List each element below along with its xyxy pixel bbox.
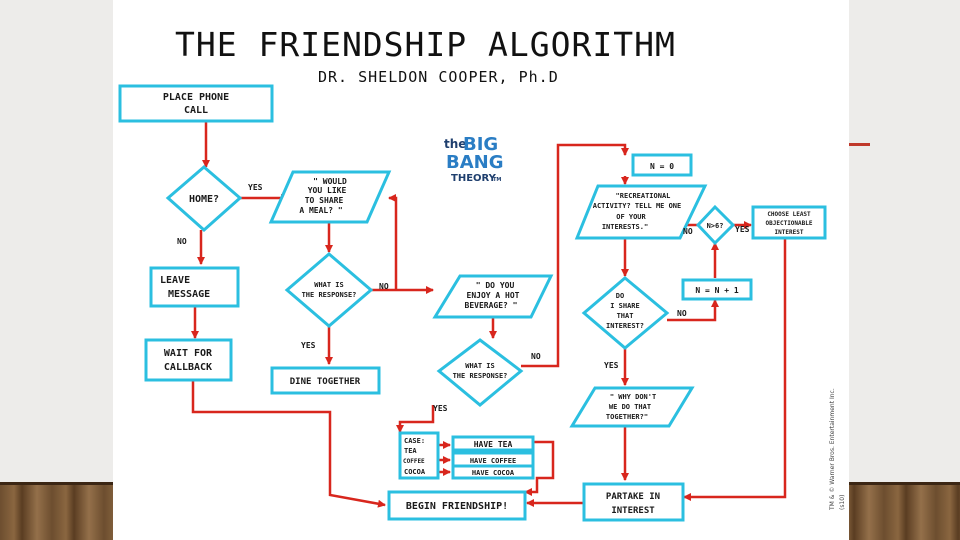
svg-text:N = 0: N = 0: [650, 162, 674, 171]
node-share-meal: " WOULD YOU LIKE TO SHARE A MEAL? ": [268, 170, 392, 224]
node-partake-in-interest: PARTAKE IN INTEREST: [582, 482, 685, 522]
svg-text:" DO YOU: " DO YOU: [476, 281, 515, 290]
svg-text:PARTAKE IN: PARTAKE IN: [606, 492, 660, 502]
svg-text:NO: NO: [677, 309, 687, 318]
svg-text:YES: YES: [433, 404, 448, 413]
svg-text:HOME?: HOME?: [189, 194, 219, 205]
svg-text:YES: YES: [604, 361, 619, 370]
chart-subtitle: DR. SHELDON COOPER, Ph.D: [318, 68, 559, 86]
svg-text:THE RESPONSE?: THE RESPONSE?: [453, 372, 508, 380]
svg-text:TEA: TEA: [404, 447, 417, 455]
svg-text:CHOOSE LEAST: CHOOSE LEAST: [767, 211, 811, 218]
node-hot-beverage: " DO YOU ENJOY A HOT BEVERAGE? ": [432, 274, 554, 319]
svg-text:BANG: BANG: [446, 152, 504, 173]
node-have-coffee: HAVE COFFEE: [451, 451, 535, 468]
edge-labels: YES NO NO YES NO YES NO YES NO YES: [177, 183, 750, 413]
accent-dash: [848, 143, 870, 146]
svg-text:INTEREST?: INTEREST?: [606, 322, 644, 330]
node-do-i-share-interest: DO I SHARE THAT INTEREST?: [581, 276, 670, 350]
node-n-equals-0: N = 0: [631, 153, 693, 177]
node-place-phone-call: PLACE PHONE CALL: [118, 84, 274, 123]
svg-text:YES: YES: [248, 183, 263, 192]
flowchart-sheet: THE FRIENDSHIP ALGORITHM DR. SHELDON COO…: [113, 0, 849, 540]
svg-text:THE RESPONSE?: THE RESPONSE?: [302, 291, 357, 299]
svg-text:NO: NO: [683, 227, 693, 236]
node-why-dont-we: " WHY DON'T WE DO THAT TOGETHER?": [569, 386, 695, 428]
node-leave-message: LEAVE MESSAGE: [149, 266, 240, 308]
node-begin-friendship: BEGIN FRIENDSHIP!: [387, 490, 527, 521]
svg-text:WHAT IS: WHAT IS: [465, 362, 495, 370]
svg-text:TOGETHER?": TOGETHER?": [606, 413, 648, 421]
svg-text:HAVE TEA: HAVE TEA: [474, 440, 513, 449]
svg-text:HAVE COCOA: HAVE COCOA: [472, 469, 515, 477]
svg-text:TO SHARE: TO SHARE: [305, 196, 344, 205]
svg-text:BIG: BIG: [463, 134, 498, 155]
svg-text:WHAT IS: WHAT IS: [314, 281, 344, 289]
node-recreational-activity: "RECREATIONAL ACTIVITY? TELL ME ONE OF Y…: [574, 184, 708, 240]
big-bang-theory-logo: the BIG BANG THEORY TM: [444, 134, 504, 184]
svg-text:" WOULD: " WOULD: [313, 177, 347, 186]
svg-text:"RECREATIONAL: "RECREATIONAL: [616, 192, 671, 200]
svg-text:MESSAGE: MESSAGE: [168, 289, 210, 300]
svg-text:LEAVE: LEAVE: [160, 275, 190, 286]
svg-text:DINE TOGETHER: DINE TOGETHER: [290, 377, 361, 387]
svg-text:ACTIVITY? TELL ME ONE: ACTIVITY? TELL ME ONE: [593, 202, 682, 210]
node-response-decision-1: WHAT IS THE RESPONSE?: [284, 252, 374, 328]
svg-text:PLACE PHONE: PLACE PHONE: [163, 92, 229, 103]
svg-text:YOU LIKE: YOU LIKE: [308, 186, 347, 195]
svg-text:THAT: THAT: [617, 312, 634, 320]
friendship-algorithm-flowchart: THE FRIENDSHIP ALGORITHM DR. SHELDON COO…: [118, 25, 846, 522]
svg-text:BEGIN FRIENDSHIP!: BEGIN FRIENDSHIP!: [406, 501, 508, 512]
svg-text:INTEREST: INTEREST: [611, 506, 655, 516]
node-dine-together: DINE TOGETHER: [270, 366, 381, 395]
svg-text:WE DO THAT: WE DO THAT: [609, 403, 651, 411]
node-case-box: CASE: TEA COFFEE COCOA: [398, 431, 440, 480]
svg-text:INTERESTS.": INTERESTS.": [602, 223, 648, 231]
node-have-tea: HAVE TEA: [451, 435, 535, 452]
svg-text:NO: NO: [379, 282, 389, 291]
svg-text:the: the: [444, 137, 466, 151]
node-home-decision: HOME?: [165, 165, 243, 233]
svg-text:TM: TM: [493, 177, 501, 183]
chart-title: THE FRIENDSHIP ALGORITHM: [175, 25, 676, 64]
svg-text:ENJOY A HOT: ENJOY A HOT: [467, 291, 520, 300]
connector-arrows: [191, 121, 787, 508]
svg-text:THEORY: THEORY: [451, 173, 497, 184]
svg-text:N>6?: N>6?: [707, 222, 724, 230]
node-wait-for-callback: WAIT FOR CALLBACK: [144, 338, 233, 382]
svg-text:HAVE COFFEE: HAVE COFFEE: [470, 457, 516, 465]
svg-text:NO: NO: [531, 352, 541, 361]
svg-text:DO: DO: [616, 292, 624, 300]
node-n-increment: N = N + 1: [681, 278, 753, 301]
svg-text:OF YOUR: OF YOUR: [616, 213, 646, 221]
node-response-decision-2: WHAT IS THE RESPONSE?: [436, 338, 524, 407]
copyright-notice: TM & © Warner Bros. Entertainment Inc. (…: [829, 388, 846, 511]
svg-text:BEVERAGE? ": BEVERAGE? ": [465, 301, 518, 310]
svg-text:YES: YES: [301, 341, 316, 350]
svg-text:NO: NO: [177, 237, 187, 246]
node-have-cocoa: HAVE COCOA: [451, 464, 535, 480]
svg-text:INTEREST: INTEREST: [775, 229, 804, 236]
svg-text:I SHARE: I SHARE: [610, 302, 640, 310]
svg-text:CASE:: CASE:: [404, 437, 425, 445]
svg-text:WAIT FOR: WAIT FOR: [164, 348, 213, 359]
svg-text:COFFEE: COFFEE: [403, 458, 425, 465]
svg-text:YES: YES: [735, 225, 750, 234]
node-n-greater-than-6: N>6?: [695, 204, 736, 246]
node-choose-least-objectionable: CHOOSE LEAST OBJECTIONABLE INTEREST: [751, 205, 827, 240]
svg-text:(s10): (s10): [839, 495, 846, 510]
svg-text:CALLBACK: CALLBACK: [164, 362, 212, 373]
svg-text:TM & © Warner Bros. Entertainm: TM & © Warner Bros. Entertainment Inc.: [829, 388, 836, 511]
svg-text:OBJECTIONABLE: OBJECTIONABLE: [766, 220, 813, 227]
svg-text:COCOA: COCOA: [404, 468, 426, 476]
svg-text:CALL: CALL: [184, 105, 208, 116]
svg-text:A MEAL? ": A MEAL? ": [299, 206, 342, 215]
svg-text:N = N + 1: N = N + 1: [695, 286, 739, 295]
svg-text:" WHY DON'T: " WHY DON'T: [610, 393, 656, 401]
